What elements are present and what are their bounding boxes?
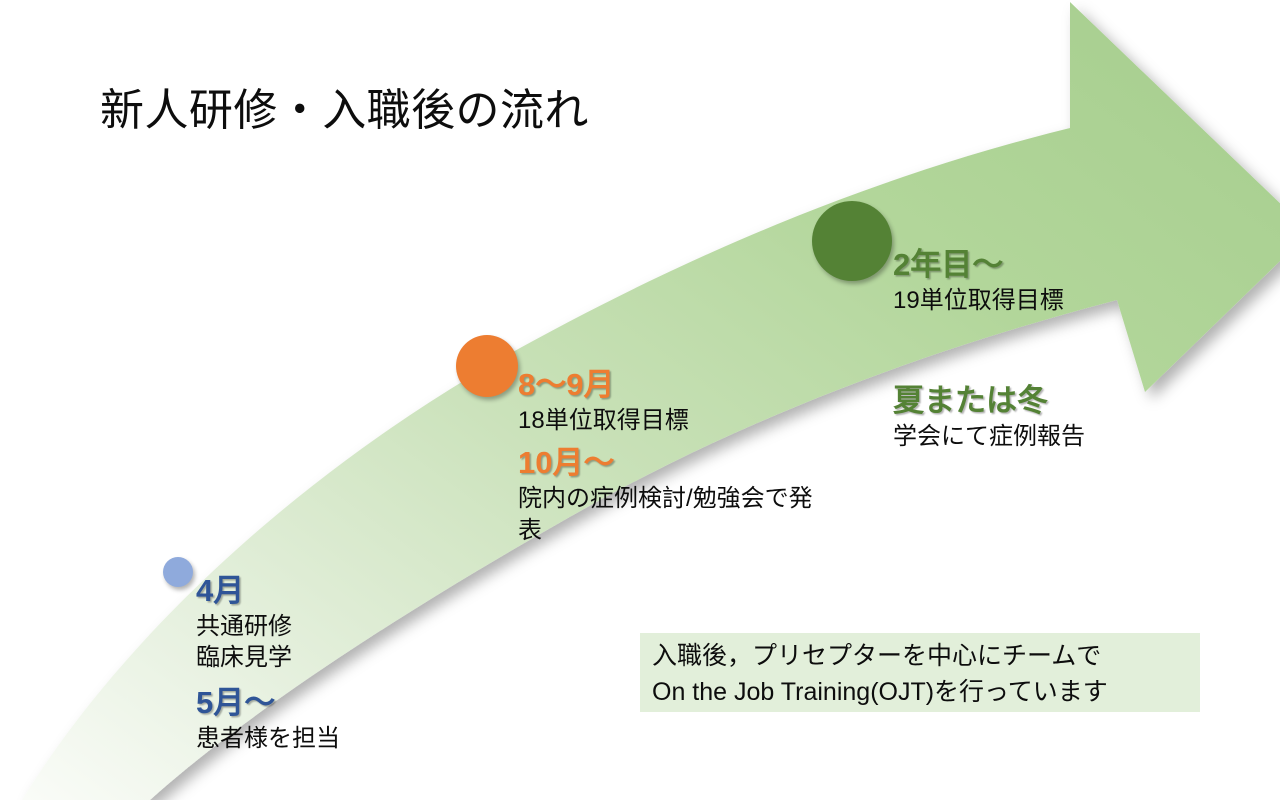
ojt-callout-line2: On the Job Training(OJT)を行っています (652, 677, 1108, 706)
milestone-body-october-line1: 院内の症例検討/勉強会で発 (518, 485, 813, 513)
milestone-block-season: 夏または冬 学会にて症例報告 (893, 382, 1223, 452)
milestone-dot-aug-sep (456, 335, 518, 397)
ojt-callout-line1: 入職後，プリセプターを中心にチームで (652, 642, 1102, 670)
milestone-heading-aug-sep: 8〜9月 (518, 367, 615, 402)
milestone-block-aug-sep: 8〜9月 18単位取得目標 10月〜 院内の症例検討/勉強会で発 表 (518, 366, 858, 547)
milestone-heading-season: 夏または冬 (893, 383, 1048, 418)
milestone-body-season-line1: 学会にて症例報告 (893, 422, 1085, 450)
milestone-body-aug-sep-line1: 18単位取得目標 (518, 406, 689, 434)
milestone-heading-october: 10月〜 (518, 445, 615, 481)
page-title: 新人研修・入職後の流れ (100, 86, 589, 135)
milestone-body-april-line1: 共通研修 (196, 612, 292, 640)
milestone-heading-year2: 2年目〜 (893, 247, 1004, 282)
milestone-dot-year2 (812, 201, 892, 281)
milestone-body-april-line2: 臨床見学 (196, 644, 292, 672)
milestone-body-may-line1: 患者様を担当 (196, 724, 340, 752)
milestone-heading-may: 5月〜 (196, 685, 276, 721)
milestone-body-year2-line1: 19単位取得目標 (893, 286, 1064, 314)
milestone-dot-april (163, 557, 193, 587)
ojt-callout-box: 入職後，プリセプターを中心にチームで On the Job Training(O… (640, 633, 1200, 712)
milestone-heading-april: 4月 (196, 573, 245, 608)
milestone-block-april: 4月 共通研修 臨床見学 5月〜 患者様を担当 (196, 572, 526, 755)
milestone-body-october-line2: 表 (518, 516, 542, 544)
milestone-block-year2: 2年目〜 19単位取得目標 (893, 246, 1223, 316)
